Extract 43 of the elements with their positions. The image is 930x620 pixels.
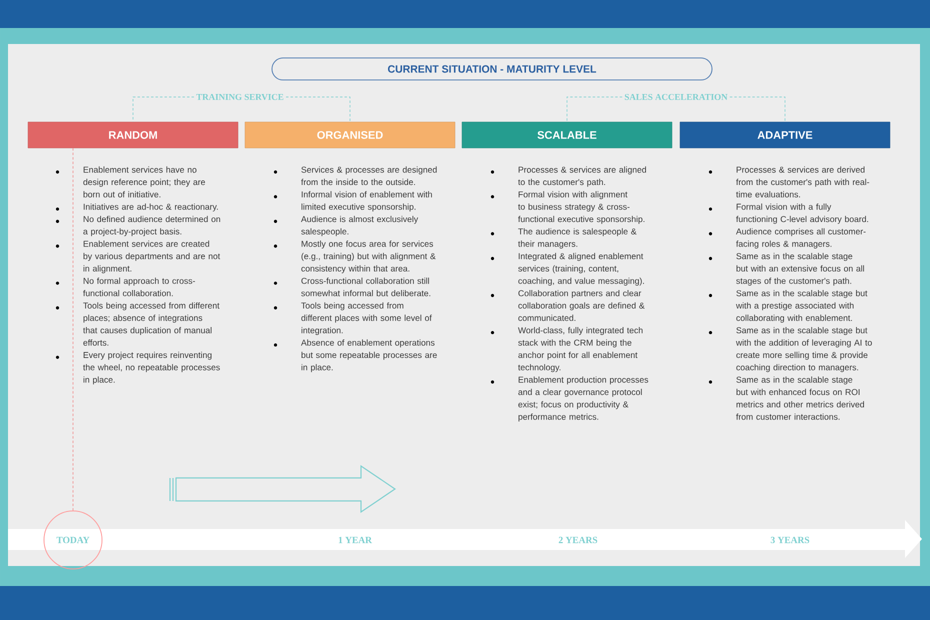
connector-line: [566, 96, 623, 122]
bullet-item: Formal vision with a fully functioning C-level advisory board.: [736, 204, 868, 224]
bullet-item: No defined audience determined on a project-by-project basis.: [83, 216, 220, 236]
bullet-item: Same as in the scalable stage but with a prestige associated with collaborating with enablement.: [736, 290, 868, 323]
bullet-item: Processes & services are aligned to the customer's path.: [518, 166, 646, 187]
bullet-item: Cross-functional collaboration still somewhat informal but deliberate.: [301, 278, 430, 296]
bullet-item: World-class, fully integrated tech stack with the CRM being the anchor point for all enablement technology.: [518, 327, 642, 372]
group-label: SALES ACCELERATION: [624, 94, 728, 100]
stage-header: ORGANISED: [244, 122, 456, 148]
bullet-item: Mostly one focus area for services (e.g., training) but with alignment & consistency within that area.: [301, 240, 436, 274]
bullet-item: Tools being accessed from different places; absence of integrations that causes duplication of manual efforts.: [83, 302, 220, 346]
connector-line: [72, 148, 74, 511]
bullet-item: Processes & services are derived from the customer's path with real-time evaluations.: [736, 166, 870, 198]
bullet-item: Audience is almost exclusively salespeople.: [301, 216, 418, 236]
bullet-item: Initiatives are ad-hoc & reactionary.: [84, 204, 218, 212]
bullet-item: Absence of enablement operations but some repeatable processes are in place.: [301, 339, 437, 372]
stage-header: RANDOM: [28, 122, 238, 148]
bullet-item: Same as in the scalable stage but with the addition of leveraging AI to create more selling time & provide coaching direction to managers.: [736, 327, 872, 372]
bullet-item: Tools being accessed from different places with some level of integration.: [301, 302, 432, 336]
bullet-item: Collaboration partners and clear collaboration goals are defined & communicated.: [518, 290, 645, 321]
bullet-item: Formal vision with alignment to business strategy & cross-functional executive sponsorship.: [518, 191, 644, 224]
timeline-label: 2 YEARS: [558, 536, 598, 544]
timeline-label: 1 YEAR: [338, 536, 372, 544]
bullet-item: Every project requires reinventing the wheel, no repeatable processes in place.: [83, 352, 220, 384]
bullet-item: Informal vision of enablement with limited executive sponsorship.: [302, 191, 432, 212]
title-box: CURRENT SITUATION - MATURITY LEVEL: [272, 58, 712, 80]
connector-line: [729, 96, 786, 122]
stage-header: ADAPTIVE: [680, 122, 890, 148]
bullet-item: The audience is salespeople & their managers.: [518, 228, 636, 249]
connector-line: [132, 96, 194, 122]
timeline-label: 3 YEARS: [770, 536, 810, 544]
bullet-item: Audience comprises all customer-facing roles & managers.: [736, 228, 866, 249]
bullet-item: Same as in the scalable stage but with an extensive focus on all stages of the customer's path.: [736, 252, 864, 286]
bullet-item: Enablement production processes and a clear governance protocol exist; focus on productivity & performance metrics.: [518, 376, 648, 422]
bullet-item: Integrated & aligned enablement services (training, content, coaching, and value messaging).: [518, 252, 644, 286]
bullet-item: Enablement services have no design reference point; they are born out of initiative.: [83, 166, 205, 198]
stage-header: SCALABLE: [462, 122, 672, 148]
bullet-item: No formal approach to cross-functional collaboration.: [83, 278, 195, 296]
connector-line: [286, 96, 350, 122]
bullet-item: Enablement services are created by various departments and are not in alignment.: [84, 240, 220, 274]
bullet-item: Services & processes are designed from the inside to the outside.: [301, 166, 437, 186]
group-label: TRAINING SERVICE: [196, 94, 284, 100]
bullet-item: Same as in the scalable stage but with enhanced focus on ROI metrics and other metrics derived from customer interactions.: [736, 376, 864, 420]
